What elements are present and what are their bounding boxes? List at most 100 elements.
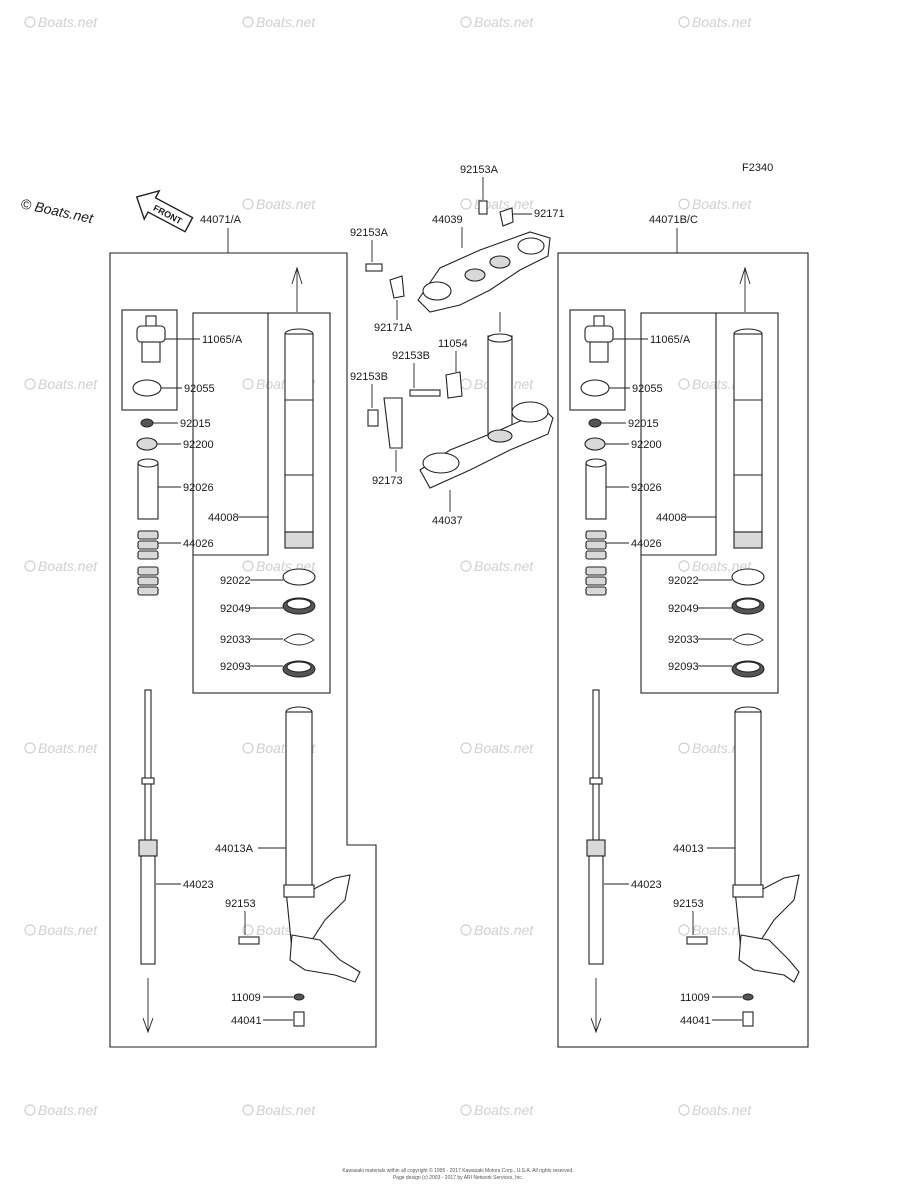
label-right-assembly: 44071B/C	[649, 214, 698, 226]
label-bolt-left: 92153A	[350, 227, 389, 239]
svg-text:Boats.net: Boats.net	[474, 1102, 534, 1118]
svg-text:Boats.net: Boats.net	[38, 14, 98, 30]
left-tube-frame	[193, 313, 269, 556]
right-spring	[585, 530, 607, 596]
clamp-left-part	[389, 275, 405, 299]
svg-text:Boats.net: Boats.net	[692, 558, 752, 574]
label-left-92093: 92093	[220, 661, 251, 673]
label-right-44041: 44041	[680, 1015, 711, 1027]
label-left-44023: 44023	[183, 879, 214, 891]
label-clamp-left: 92171A	[374, 322, 413, 334]
label-bolt-lower: 92153B	[350, 371, 388, 383]
label-bracket-top: 92171	[534, 208, 565, 220]
right-cap-box	[569, 309, 626, 411]
footer-line-2: Page design (c) 2003 - 2017 by ARI Netwo…	[393, 1175, 523, 1181]
label-left-92049: 92049	[220, 603, 251, 615]
left-damper-rod	[138, 689, 158, 965]
right-nut	[588, 418, 602, 428]
label-left-92015: 92015	[180, 418, 211, 430]
watermark: Boats.net	[678, 1102, 752, 1118]
watermark: Boats.net	[460, 558, 534, 574]
svg-text:Boats.net: Boats.net	[474, 740, 534, 756]
label-left-92153: 92153	[225, 898, 256, 910]
watermark: Boats.net	[460, 196, 534, 212]
watermark: Boats.net	[460, 922, 534, 938]
label-right-92055: 92055	[632, 383, 663, 395]
watermark: Boats.net	[24, 376, 98, 392]
label-right-92153: 92153	[673, 898, 704, 910]
svg-text:Boats.net: Boats.net	[692, 14, 752, 30]
right-outer-frame	[557, 252, 809, 1048]
right-fork-group: 44071B/C 11065/A 92055 92015 92200 92026	[557, 214, 809, 1048]
left-oring	[132, 379, 162, 397]
watermark: Boats.net	[242, 196, 316, 212]
bracket-top-part	[499, 207, 514, 227]
watermark: Boats.net	[460, 740, 534, 756]
svg-text:Boats.net: Boats.net	[474, 922, 534, 938]
bolt-lower-part	[367, 409, 379, 427]
right-washer-11009	[742, 993, 754, 1001]
svg-text:Boats.net: Boats.net	[38, 740, 98, 756]
boats-net-logo: © Boats.net	[19, 195, 95, 226]
watermark: Boats.net	[242, 1102, 316, 1118]
watermark: Boats.net	[24, 740, 98, 756]
watermark: Boats.net	[678, 196, 752, 212]
watermark: Boats.net	[24, 922, 98, 938]
right-bolt-92153	[686, 936, 708, 945]
svg-text:Boats.net: Boats.net	[256, 196, 316, 212]
right-damper-rod	[586, 689, 606, 965]
left-clip-92033	[283, 633, 315, 646]
left-ring-92022	[282, 568, 316, 586]
svg-text:Boats.net: Boats.net	[474, 196, 534, 212]
label-right-44026: 44026	[631, 538, 662, 550]
right-outer-tube	[732, 706, 800, 983]
right-seal-box	[640, 312, 779, 694]
label-left-92200: 92200	[183, 439, 214, 451]
figure-code: F2340	[742, 162, 773, 174]
left-fork-group: 44071/A 11065/A 92055 92015 92200 92026	[109, 214, 377, 1048]
left-fork-cap	[136, 315, 166, 363]
left-outer-tube	[283, 706, 361, 983]
bolt-top-part	[478, 200, 488, 215]
label-right-92022: 92022	[668, 575, 699, 587]
left-cap-box	[121, 309, 178, 411]
label-left-92022: 92022	[220, 575, 251, 587]
clamp-lower-part	[383, 397, 403, 449]
label-left-assembly: 44071/A	[200, 214, 242, 226]
label-right-92026: 92026	[631, 482, 662, 494]
svg-text:Boats.net: Boats.net	[38, 376, 98, 392]
left-collar	[137, 462, 159, 520]
watermark: Boats.net	[242, 14, 316, 30]
label-left-92055: 92055	[184, 383, 215, 395]
left-bolt-44041	[293, 1011, 305, 1027]
right-clip-92033	[732, 633, 764, 646]
right-collar	[585, 462, 607, 520]
svg-text:Boats.net: Boats.net	[692, 922, 752, 938]
left-washer-11009	[293, 993, 305, 1001]
left-bolt-92153	[238, 936, 260, 945]
front-arrow-icon: FRONT	[135, 189, 194, 233]
left-seal-box	[192, 312, 331, 694]
watermark: Boats.net	[24, 1102, 98, 1118]
svg-text:Boats.net: Boats.net	[474, 558, 534, 574]
label-right-11065: 11065/A	[650, 334, 691, 346]
label-left-11065: 11065/A	[202, 334, 243, 346]
left-outer-frame	[109, 252, 377, 1048]
right-bolt-44041	[742, 1011, 754, 1027]
label-bolt-top: 92153A	[460, 164, 499, 176]
steering-stem-group: 92153A 92171 44039 92153A 92171A 92153B …	[350, 164, 565, 527]
watermark: Boats.net	[24, 558, 98, 574]
label-right-92093: 92093	[668, 661, 699, 673]
bolt-mid-part	[409, 389, 441, 397]
clamp-mid-part	[445, 371, 463, 399]
label-bolt-mid: 92153B	[392, 350, 430, 362]
right-ring-92022	[731, 568, 765, 586]
left-nut	[140, 418, 154, 428]
left-spring	[137, 530, 159, 596]
svg-text:Boats.net: Boats.net	[692, 1102, 752, 1118]
right-oring	[580, 379, 610, 397]
right-tube-frame	[641, 313, 717, 556]
label-left-44008: 44008	[208, 512, 239, 524]
svg-text:Boats.net: Boats.net	[474, 14, 534, 30]
